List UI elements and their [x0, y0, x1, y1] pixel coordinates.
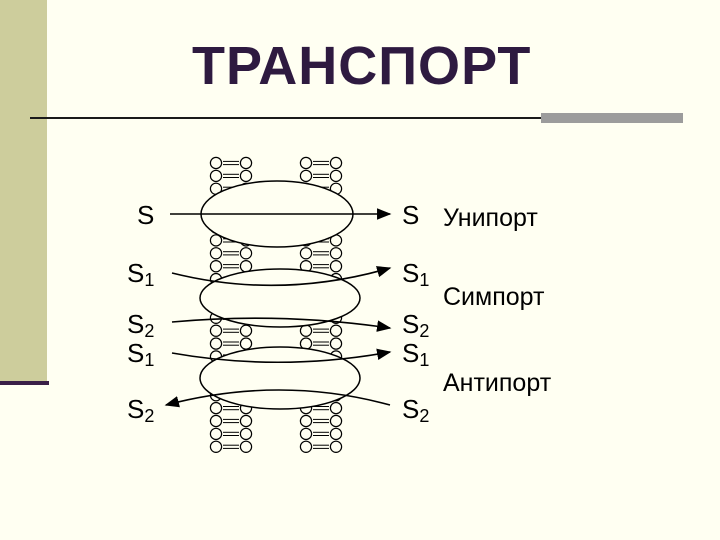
lipid-head [330, 441, 341, 452]
lipid-head [210, 170, 221, 181]
antiport-label: Антипорт [443, 369, 552, 397]
antiport-substrate-in-1: S1 [127, 338, 154, 370]
antiporter-protein [200, 347, 360, 409]
lipid-head [300, 248, 311, 259]
lipid-head [210, 338, 221, 349]
lipid-head [330, 415, 341, 426]
lipid-head [300, 170, 311, 181]
symport-substrate-out-2: S2 [402, 309, 429, 341]
symport-label: Симпорт [443, 283, 545, 311]
antiport-substrate-out-2: S2 [127, 394, 154, 426]
lipid-head [210, 403, 221, 414]
lipid-head [240, 248, 251, 259]
lipid-head [300, 428, 311, 439]
lipid-head [300, 441, 311, 452]
lipid-head [330, 338, 341, 349]
lipid-head [330, 325, 341, 336]
lipid-head [210, 157, 221, 168]
antiport-substrate-out-1: S1 [402, 338, 429, 370]
transport-type-names: Унипорт Симпорт Антипорт [443, 204, 552, 397]
lipid-head [240, 157, 251, 168]
uniport-substrate-out: S [402, 200, 419, 230]
lipid-head [240, 415, 251, 426]
lipid-head [210, 428, 221, 439]
lipid-head [330, 403, 341, 414]
antiport-substrate-in-2: S2 [402, 394, 429, 426]
lipid-head [240, 325, 251, 336]
left-substrate-labels: S S1 S2 S1 S2 [127, 200, 154, 426]
symport-substrate-in-1: S1 [127, 258, 154, 290]
lipid-head [240, 441, 251, 452]
symport-substrate-in-2: S2 [127, 309, 154, 341]
lipid-head [330, 248, 341, 259]
lipid-head [210, 325, 221, 336]
lipid-head [210, 261, 221, 272]
lipid-head [240, 170, 251, 181]
lipid-head [300, 157, 311, 168]
lipid-head [210, 415, 221, 426]
symport-substrate-out-1: S1 [402, 258, 429, 290]
lipid-head [330, 170, 341, 181]
right-substrate-labels: S S1 S2 S1 S2 [402, 200, 429, 426]
uniport-label: Унипорт [443, 204, 538, 232]
lipid-head [300, 325, 311, 336]
lipid-head [330, 428, 341, 439]
lipid-head [210, 248, 221, 259]
lipid-head [300, 415, 311, 426]
uniport-substrate-in: S [137, 200, 154, 230]
lipid-head [240, 261, 251, 272]
lipid-head [330, 157, 341, 168]
lipid-head [240, 338, 251, 349]
lipid-head [210, 441, 221, 452]
transport-proteins [200, 181, 360, 409]
lipid-head [330, 261, 341, 272]
lipid-head [240, 428, 251, 439]
